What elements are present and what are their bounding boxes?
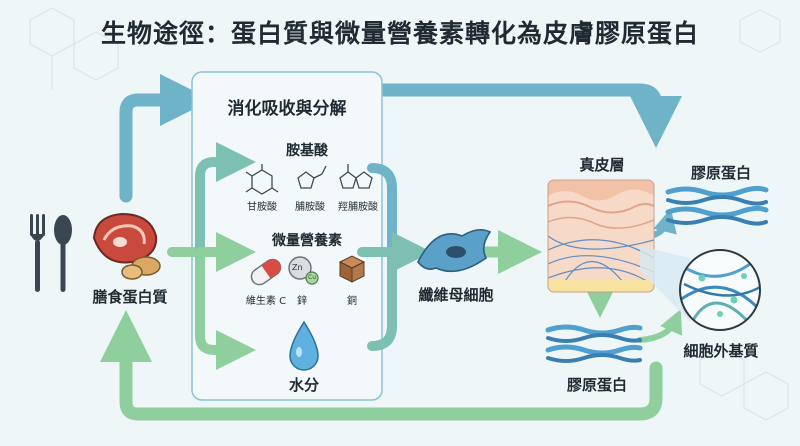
diet-label: 膳食蛋白質 [92,288,168,306]
copper-sphere-icon [305,271,319,285]
nut-icon [121,256,161,280]
collagen-fiber-top-icon [665,185,769,226]
fork-icon [30,214,45,292]
hydroxyproline-label: 羥脯胺酸 [338,202,378,213]
steak-icon [92,212,158,264]
collagen-fiber-bottom-icon [545,324,643,363]
page-title: 生物途徑：蛋白質與微量營養素轉化為皮膚膠原蛋白 [100,19,699,48]
proline-label: 脯胺酸 [295,202,325,213]
background-molecules [29,7,789,421]
copper-symbol: Cu [308,274,316,281]
digestion-box-title: 消化吸收與分解 [227,99,347,119]
dermis-label: 真皮層 [579,156,625,174]
arrow-loop-back [100,310,663,421]
dermis-cross-section-icon [548,180,654,292]
ecm-label: 細胞外基質 [683,342,759,360]
zinc-label: 鋅 [297,296,307,307]
copper-cube-icon [338,255,366,283]
zinc-sphere-icon [288,256,312,280]
glycine-molecule-icon [245,164,279,195]
vitamin-c-label: 維生素 C [245,296,287,307]
amino-acid-title: 胺基酸 [286,143,328,159]
fibroblast-cell-icon [417,228,492,273]
converge-arrows [357,163,432,351]
fibroblast-label: 纖維母細胞 [418,286,494,304]
copper-label: 銅 [347,296,357,307]
branch-arrows-in [167,142,256,370]
ecm-circle-border [679,249,761,331]
micronutrient-title: 微量營養素 [272,233,342,249]
water-droplet-icon [289,320,319,371]
spoon-icon [54,215,72,292]
vitamin-c-pill-icon [250,258,282,286]
arrow-collagen-to-ecm [637,309,683,343]
arrow-diet-to-box [119,74,212,203]
water-label: 水分 [288,376,319,394]
proline-molecule-icon [297,165,327,189]
hydroxyproline-molecule-icon [339,164,373,189]
collagen-top-label: 膠原蛋白 [690,164,751,182]
collagen-bottom-label: 膠原蛋白 [566,376,627,394]
magnify-cone [640,246,690,322]
zinc-symbol: Zn [292,263,303,272]
glycine-label: 甘胺酸 [247,202,277,213]
dermis-border [547,179,655,293]
arrow-box-to-collagen [377,83,682,148]
droplet-highlight [296,347,302,357]
